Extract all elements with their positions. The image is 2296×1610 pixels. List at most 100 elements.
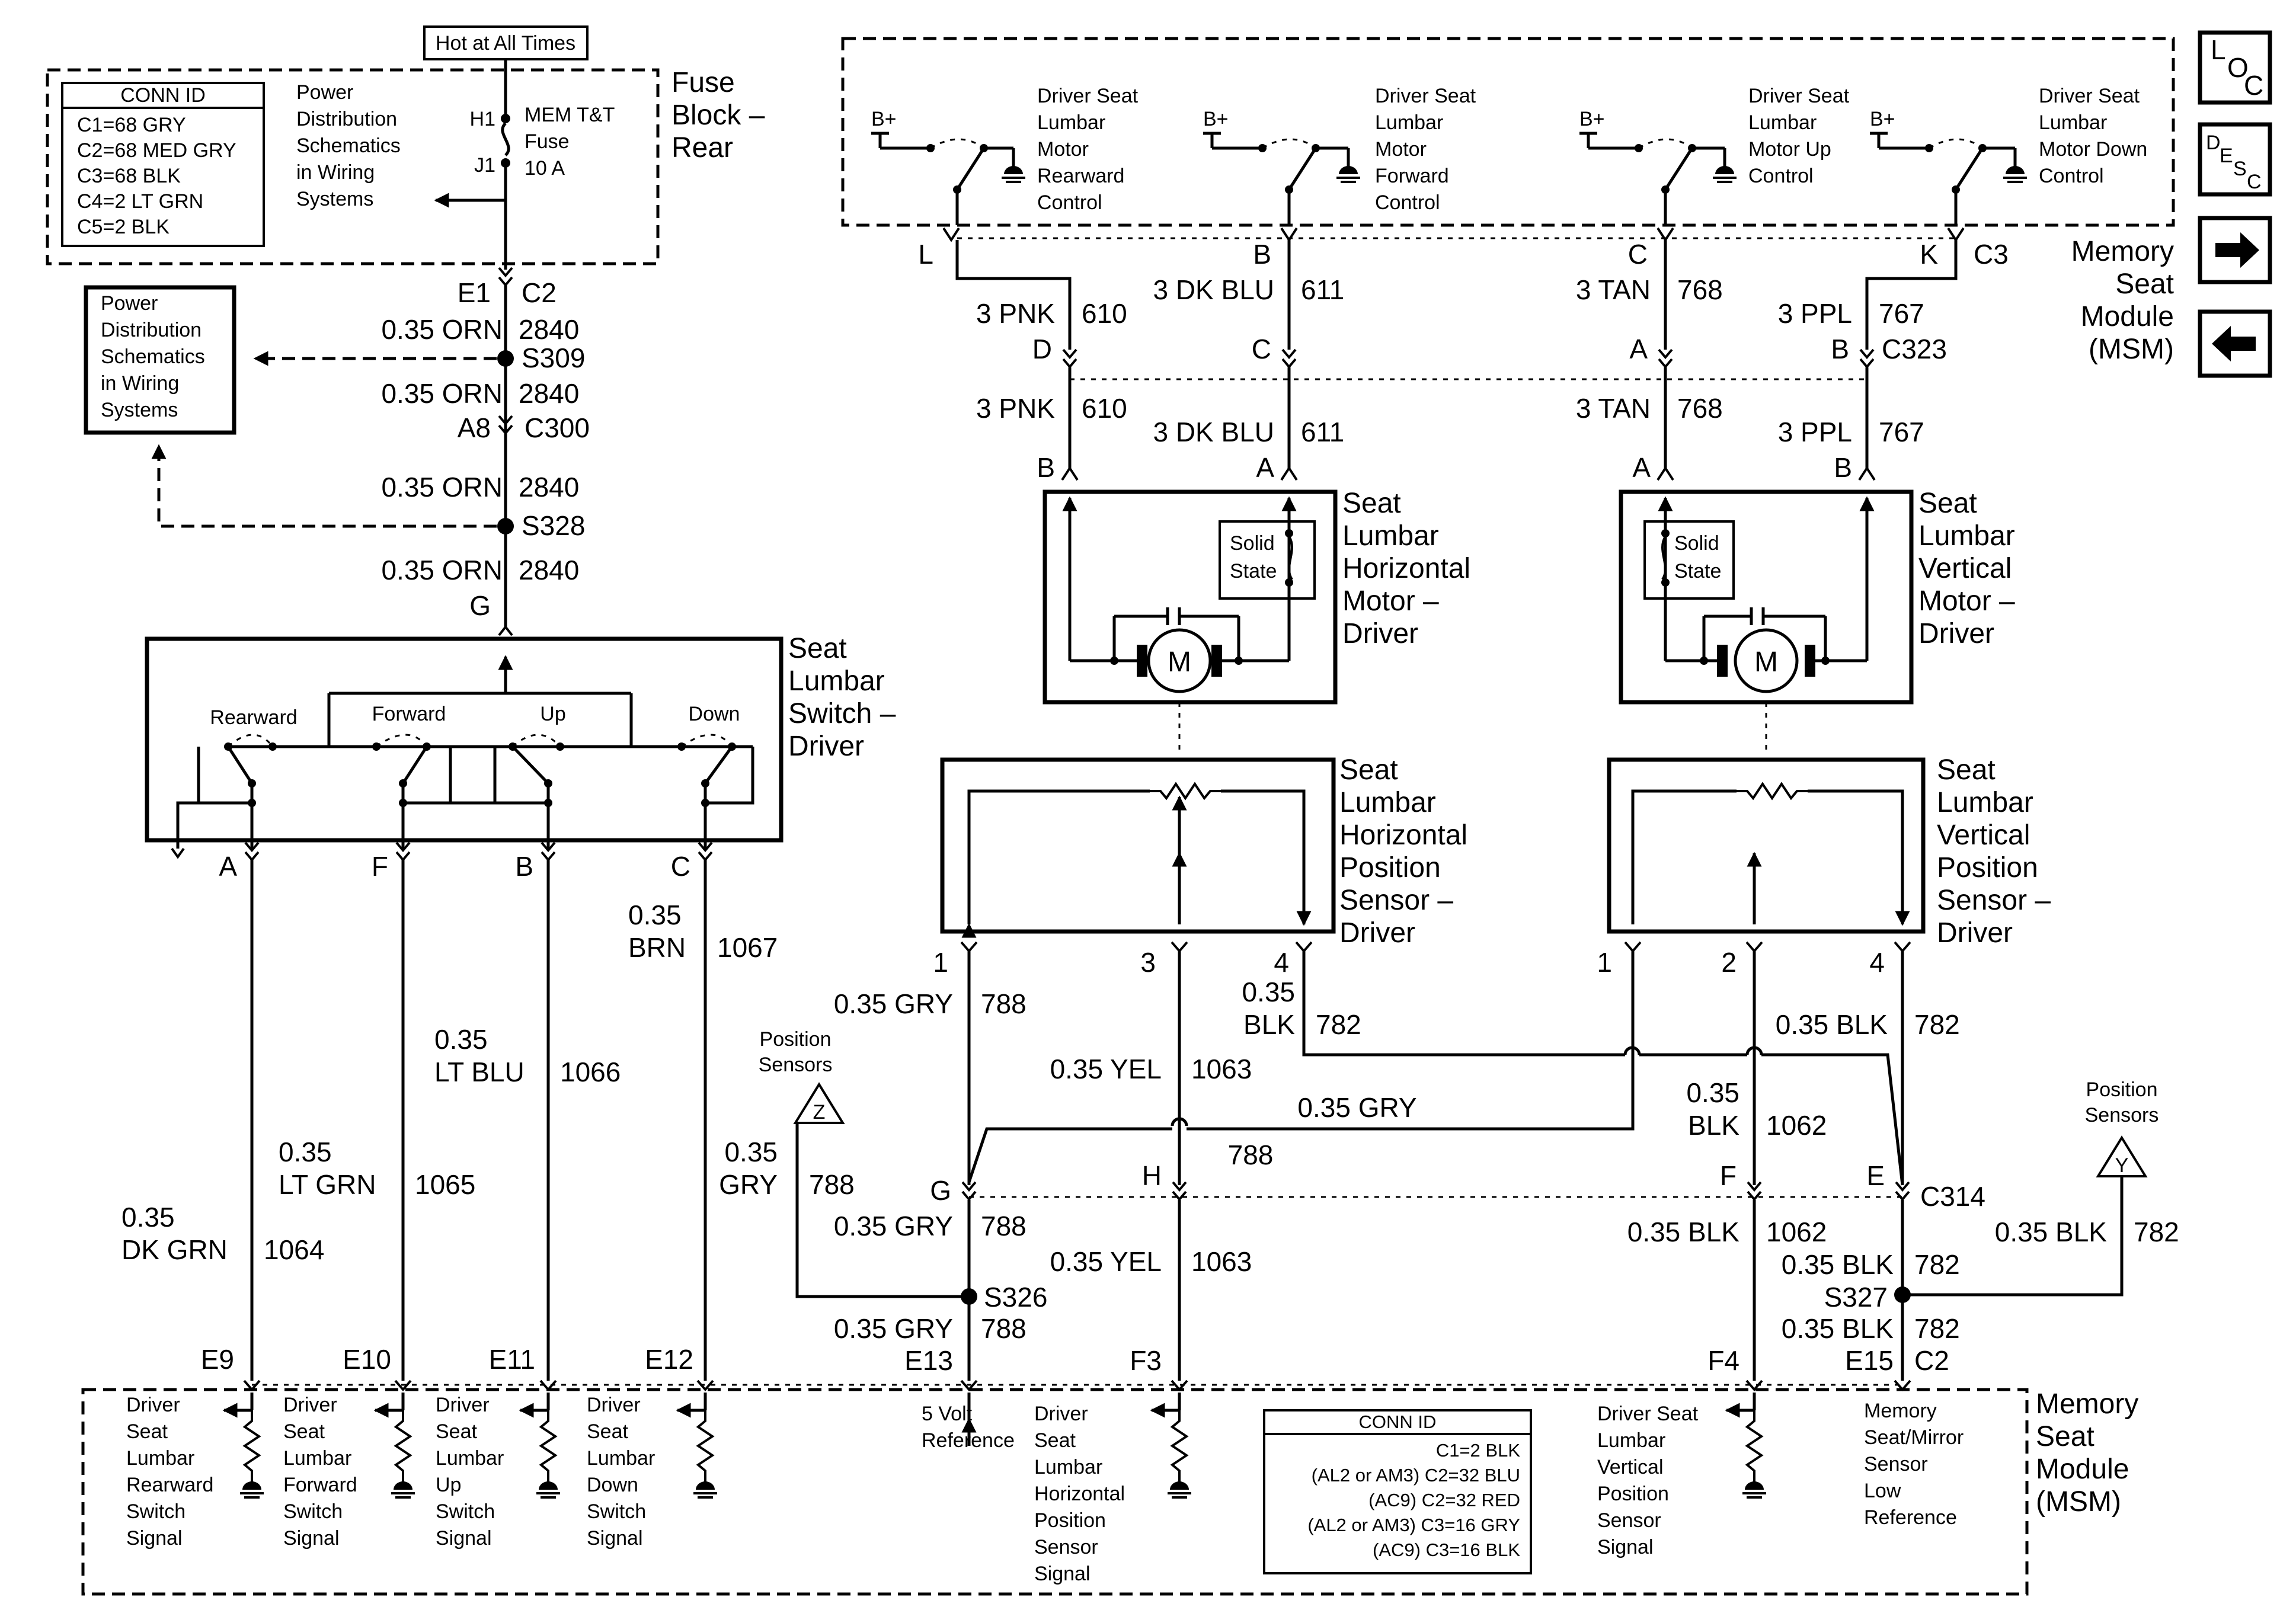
svg-text:Driver: Driver — [587, 1394, 641, 1416]
svg-text:C300: C300 — [525, 412, 590, 443]
svg-text:C1=68 GRY: C1=68 GRY — [77, 114, 186, 136]
svg-text:Hot at All Times: Hot at All Times — [436, 32, 575, 55]
svg-text:B+: B+ — [1203, 108, 1229, 130]
svg-text:Driver Seat: Driver Seat — [1748, 85, 1850, 107]
svg-text:Control: Control — [1375, 191, 1440, 214]
svg-text:DK GRN: DK GRN — [121, 1234, 228, 1265]
svg-text:Low: Low — [1864, 1480, 1901, 1502]
svg-text:1066: 1066 — [560, 1057, 621, 1087]
svg-text:in Wiring: in Wiring — [101, 372, 179, 395]
svg-text:Module: Module — [2081, 301, 2174, 332]
svg-text:Signal: Signal — [1034, 1563, 1091, 1585]
msm-input-resistors — [222, 1393, 1766, 1497]
svg-text:Vertical: Vertical — [1937, 820, 2030, 851]
splice-s309 — [497, 350, 514, 367]
svg-text:2840: 2840 — [519, 555, 579, 585]
svg-text:Lumbar: Lumbar — [1918, 520, 2015, 552]
svg-text:F4: F4 — [1707, 1345, 1739, 1376]
svg-text:2840: 2840 — [519, 472, 579, 502]
svg-text:Driver: Driver — [1918, 618, 1994, 649]
svg-text:0.35 YEL: 0.35 YEL — [1050, 1054, 1162, 1084]
svg-text:Driver Seat: Driver Seat — [2039, 85, 2140, 107]
svg-text:E12: E12 — [645, 1344, 693, 1375]
svg-text:LT GRN: LT GRN — [279, 1169, 376, 1200]
svg-text:768: 768 — [1677, 393, 1723, 424]
svg-text:Switch: Switch — [126, 1500, 186, 1523]
svg-text:Switch: Switch — [587, 1500, 646, 1523]
svg-text:Reference: Reference — [922, 1429, 1015, 1452]
desc-icon[interactable]: D E S C — [2198, 122, 2272, 197]
svg-text:C5=2 BLK: C5=2 BLK — [77, 216, 170, 238]
svg-text:Position: Position — [1937, 852, 2038, 884]
svg-text:MEM T&T: MEM T&T — [525, 104, 615, 126]
horizontal-motor: Solid State M Seat Lumbar Horizontal Mot… — [1043, 488, 1470, 756]
svg-text:Motor: Motor — [1375, 138, 1427, 161]
svg-text:A8: A8 — [458, 412, 491, 443]
svg-text:782: 782 — [1914, 1313, 1960, 1344]
motor-wires: 3 PNK 610 3 DK BLU 611 3 TAN 768 3 PPL 7… — [955, 240, 1958, 483]
svg-text:0.35 ORN: 0.35 ORN — [381, 555, 503, 585]
svg-text:788: 788 — [809, 1169, 855, 1200]
msm-input-pins — [243, 1379, 1911, 1392]
side-icons[interactable]: L O C D E S C — [2198, 30, 2272, 378]
svg-text:C: C — [2247, 171, 2262, 193]
conn-id-box-top — [61, 82, 265, 247]
svg-text:Sensor –: Sensor – — [1937, 885, 2051, 916]
svg-text:A: A — [1629, 334, 1648, 364]
svg-text:Sensor: Sensor — [1034, 1536, 1098, 1558]
svg-text:0.35: 0.35 — [1686, 1077, 1739, 1108]
svg-text:A: A — [1632, 452, 1651, 483]
svg-text:C: C — [2244, 70, 2263, 101]
switch-signal-labels: Driver Seat Lumbar Rearward Switch Signa… — [126, 1394, 655, 1550]
svg-text:Lumbar: Lumbar — [1034, 1456, 1102, 1478]
svg-text:Reference: Reference — [1864, 1506, 1957, 1529]
svg-text:Driver: Driver — [436, 1394, 490, 1416]
svg-text:Motor –: Motor – — [1342, 585, 1439, 617]
next-arrow-icon[interactable] — [2198, 216, 2272, 284]
svg-text:Seat: Seat — [1034, 1429, 1076, 1452]
svg-text:Rear: Rear — [671, 132, 733, 164]
svg-text:Solid: Solid — [1674, 532, 1719, 555]
svg-text:782: 782 — [2134, 1217, 2179, 1247]
svg-text:Lumbar: Lumbar — [1748, 111, 1817, 134]
svg-text:F: F — [372, 851, 388, 882]
svg-text:(MSM): (MSM) — [2036, 1486, 2121, 1518]
svg-text:Fuse: Fuse — [525, 130, 570, 153]
svg-text:C314: C314 — [1920, 1181, 1985, 1212]
svg-text:Power: Power — [296, 81, 353, 104]
svg-text:K: K — [1920, 239, 1938, 270]
svg-text:Seat: Seat — [283, 1420, 325, 1443]
svg-text:Up: Up — [436, 1474, 461, 1496]
horiz-signal-label: Driver Seat Lumbar Horizontal Position S… — [1034, 1403, 1125, 1585]
vert-signal-label: Driver Seat Lumbar Vertical Position Sen… — [1597, 1403, 1699, 1558]
svg-text:C1=2 BLK: C1=2 BLK — [1436, 1440, 1521, 1461]
svg-text:B: B — [515, 851, 533, 882]
svg-text:Switch: Switch — [283, 1500, 343, 1523]
svg-text:Switch –: Switch – — [788, 698, 896, 729]
svg-text:Up: Up — [540, 703, 565, 725]
svg-text:3 PNK: 3 PNK — [976, 393, 1055, 424]
svg-text:767: 767 — [1879, 417, 1924, 447]
prev-arrow-icon[interactable] — [2198, 309, 2272, 378]
svg-text:Horizontal: Horizontal — [1034, 1483, 1125, 1505]
fuse-symbol — [501, 122, 510, 156]
svg-text:Module: Module — [2036, 1454, 2129, 1485]
svg-text:3 PNK: 3 PNK — [976, 298, 1055, 329]
vertical-position-sensor: Seat Lumbar Vertical Position Sensor – D… — [1607, 754, 2051, 949]
svg-text:C3: C3 — [1974, 239, 2009, 270]
control-up: B+ Driver Seat Lumbar Motor Up Control — [1579, 85, 1850, 225]
svg-text:Signal: Signal — [1597, 1536, 1654, 1558]
switch-contacts — [176, 734, 754, 849]
control-forward: B+ Driver Seat Lumbar Motor Forward Cont… — [1203, 85, 1476, 225]
svg-text:610: 610 — [1082, 298, 1127, 329]
loc-icon[interactable]: L O C — [2198, 30, 2272, 105]
svg-text:Fuse: Fuse — [671, 67, 735, 98]
svg-text:B: B — [1831, 334, 1849, 364]
svg-text:J1: J1 — [474, 154, 495, 177]
svg-text:Position: Position — [2086, 1078, 2158, 1101]
svg-text:Seat: Seat — [1937, 754, 1996, 786]
svg-text:Driver: Driver — [1339, 917, 1415, 949]
svg-text:Signal: Signal — [587, 1527, 643, 1550]
svg-text:Position: Position — [1034, 1509, 1106, 1532]
